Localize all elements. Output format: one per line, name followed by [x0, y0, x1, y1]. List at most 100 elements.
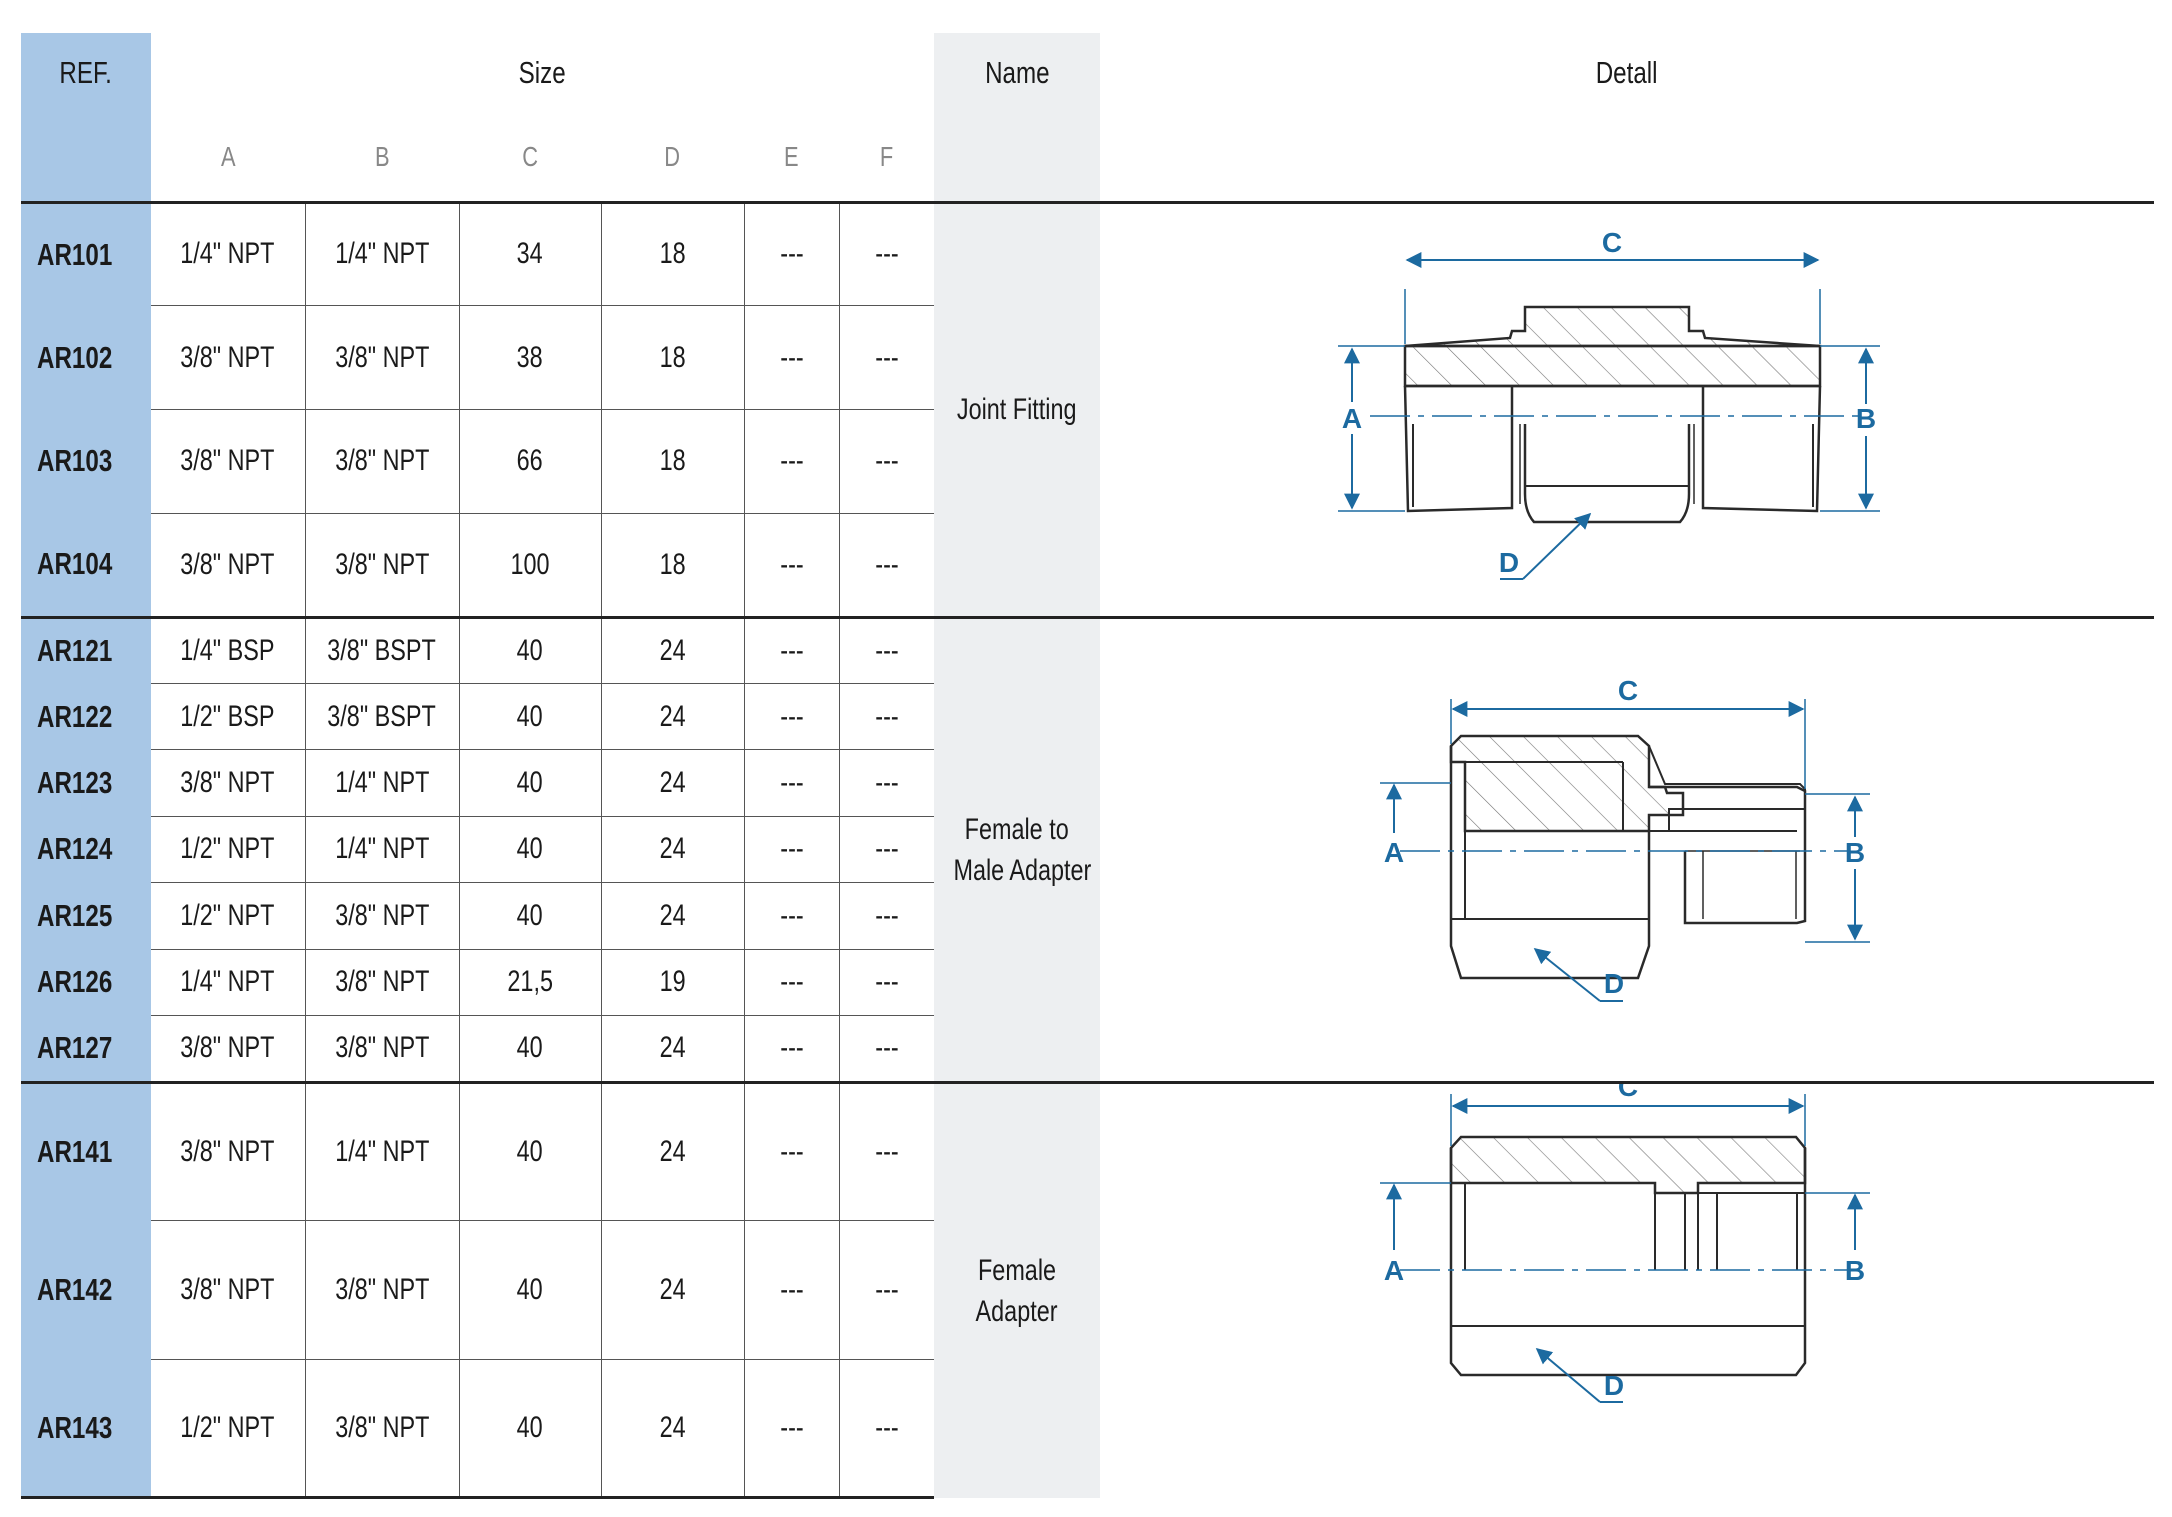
- size-col-c: C: [522, 140, 538, 172]
- size-cell-c: 40: [458, 882, 601, 950]
- size-cell-a: 3/8" NPT: [151, 305, 305, 410]
- size-cell-f: ---: [838, 615, 935, 684]
- product-name-line: Male Adapter: [953, 853, 1092, 887]
- size-cell-b: 3/8" NPT: [304, 948, 459, 1016]
- dim-label-d: D: [1604, 1370, 1624, 1401]
- size-cell-f: ---: [838, 409, 935, 514]
- dim-label-c: C: [1618, 1084, 1638, 1102]
- size-cell-e: ---: [743, 1220, 839, 1359]
- size-cell-f: ---: [838, 1358, 935, 1499]
- size-cell-d: 18: [600, 512, 744, 619]
- size-cell-b: 1/4" NPT: [304, 749, 459, 817]
- size-cell-a: 3/8" NPT: [151, 1220, 305, 1359]
- size-cell-c: 34: [458, 200, 601, 306]
- dim-label-b: B: [1856, 403, 1876, 434]
- dim-label-a: A: [1384, 837, 1404, 868]
- size-cell-d: 24: [600, 682, 744, 750]
- detail-drawing: C A B D: [1100, 615, 2155, 1082]
- size-cell-c: 40: [458, 749, 601, 817]
- size-cell-f: ---: [838, 815, 935, 883]
- size-cell-e: ---: [743, 1358, 839, 1499]
- ref-cell: AR126: [21, 949, 151, 1016]
- dim-label-d: D: [1604, 968, 1624, 999]
- size-cell-f: ---: [838, 1015, 935, 1084]
- product-name-line: Female to: [965, 812, 1070, 846]
- detail-drawing: C A B D: [1100, 200, 2155, 617]
- ref-cell: AR122: [21, 683, 151, 750]
- size-cell-e: ---: [743, 200, 839, 306]
- size-col-d: D: [664, 140, 681, 172]
- name-header: Name: [934, 33, 1101, 113]
- size-cell-b: 1/4" NPT: [304, 815, 459, 883]
- detail-drawing: C A B D: [1100, 1080, 2155, 1498]
- size-cell-d: 18: [600, 305, 744, 410]
- female-adapter-diagram: C A B D: [1380, 1084, 1871, 1403]
- size-cell-b: 3/8" BSPT: [304, 615, 459, 684]
- size-cell-e: ---: [743, 682, 839, 750]
- size-cell-d: 24: [600, 1015, 744, 1084]
- ref-cell: AR103: [21, 409, 151, 514]
- ref-cell: AR141: [21, 1080, 151, 1221]
- size-cell-b: 3/8" NPT: [304, 512, 459, 619]
- size-cell-a: 1/4" NPT: [151, 948, 305, 1016]
- size-cell-c: 38: [458, 305, 601, 410]
- size-cell-e: ---: [743, 749, 839, 817]
- dim-label-c: C: [1618, 675, 1638, 706]
- dim-label-c: C: [1602, 227, 1622, 258]
- size-cell-c: 40: [458, 1080, 601, 1221]
- size-cell-d: 24: [600, 1358, 744, 1499]
- ref-cell: AR101: [21, 200, 151, 306]
- ref-cell: AR121: [21, 615, 151, 684]
- dim-label-a: A: [1342, 403, 1362, 434]
- ref-cell: AR102: [21, 305, 151, 410]
- size-cell-a: 1/4" BSP: [151, 615, 305, 684]
- ref-cell: AR127: [21, 1015, 151, 1084]
- size-cell-c: 100: [458, 512, 601, 619]
- ref-cell: AR143: [21, 1359, 151, 1499]
- size-cell-e: ---: [743, 1080, 839, 1221]
- size-cell-b: 3/8" NPT: [304, 1015, 459, 1084]
- ref-header: REF.: [21, 33, 151, 113]
- ref-cell: AR142: [21, 1220, 151, 1359]
- size-cell-b: 3/8" NPT: [304, 882, 459, 950]
- size-cell-c: 40: [458, 1220, 601, 1359]
- size-cell-c: 21,5: [458, 948, 601, 1016]
- size-cell-b: 1/4" NPT: [304, 1080, 459, 1221]
- size-cell-d: 24: [600, 749, 744, 817]
- size-cell-f: ---: [838, 882, 935, 950]
- size-cell-a: 1/2" NPT: [151, 882, 305, 950]
- size-cell-f: ---: [838, 682, 935, 750]
- female-male-adapter-diagram: C A B D: [1380, 675, 1871, 1002]
- dim-label-a: A: [1384, 1255, 1404, 1286]
- size-cell-e: ---: [743, 948, 839, 1016]
- size-cell-b: 3/8" NPT: [304, 1358, 459, 1499]
- size-cell-a: 1/2" BSP: [151, 682, 305, 750]
- size-cell-d: 24: [600, 815, 744, 883]
- size-cell-a: 3/8" NPT: [151, 512, 305, 619]
- size-cell-e: ---: [743, 512, 839, 619]
- size-cell-f: ---: [838, 1080, 935, 1221]
- size-cell-d: 24: [600, 882, 744, 950]
- size-cell-e: ---: [743, 815, 839, 883]
- ref-cell: AR123: [21, 749, 151, 817]
- ref-cell: AR125: [21, 882, 151, 950]
- size-cell-b: 3/8" BSPT: [304, 682, 459, 750]
- size-cell-f: ---: [838, 305, 935, 410]
- dim-label-b: B: [1845, 1255, 1865, 1286]
- ref-cell: AR104: [21, 513, 151, 619]
- name-header-spacer: [934, 113, 1101, 202]
- size-cell-b: 1/4" NPT: [304, 200, 459, 306]
- size-cell-c: 40: [458, 815, 601, 883]
- size-cell-a: 3/8" NPT: [151, 1015, 305, 1084]
- size-cell-a: 3/8" NPT: [151, 409, 305, 514]
- ref-cell: AR124: [21, 816, 151, 883]
- detail-header: Detall: [1596, 55, 1658, 90]
